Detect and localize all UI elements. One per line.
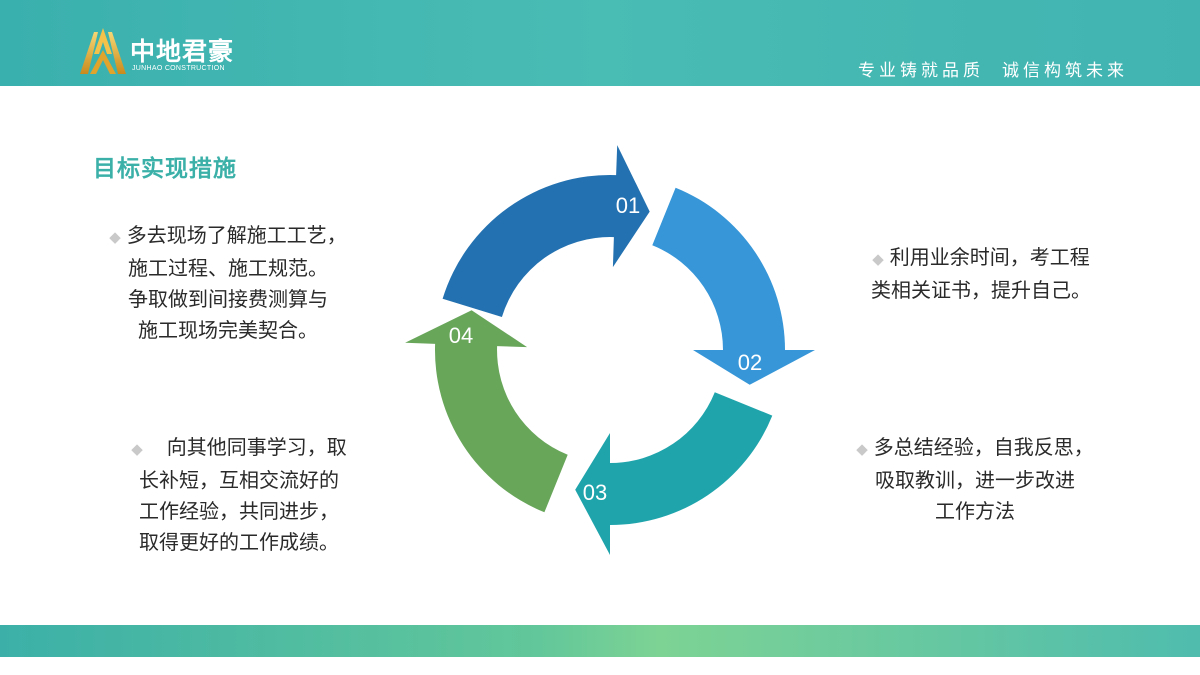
logo-mark-icon [80,28,126,74]
diamond-bullet-icon: ◆ [856,440,868,458]
text-block-1: ◆多去现场了解施工工艺， 施工过程、施工规范。 争取做到间接费测算与 施工现场完… [88,220,368,346]
text-line: 施工现场完美契合。 [138,318,318,342]
text-line: ◆多去现场了解施工工艺， [109,223,347,247]
slogan: 专业铸就品质诚信构筑未来 [858,56,1128,81]
logo-subtext: JUNHAO CONSTRUCTION [132,65,225,72]
text-line: 争取做到间接费测算与 [128,287,328,311]
cycle-step-number-4: 04 [449,323,473,348]
cycle-arrow-2 [652,187,815,385]
text-line: 工作方法 [935,499,1015,523]
diamond-bullet-icon: ◆ [131,440,143,458]
text-block-2: ◆利用业余时间，考工程 类相关证书，提升自己。 [848,242,1114,306]
cycle-arrow-1 [442,145,650,317]
text-line: 类相关证书，提升自己。 [871,278,1091,302]
logo-text: 中地君豪 [130,37,235,66]
section-title: 目标实现措施 [93,156,237,182]
text-block-3: ◆多总结经验，自我反思， 吸取教训，进一步改进 工作方法 [840,432,1110,527]
text-line: ◆多总结经验，自我反思， [856,435,1094,459]
company-logo: 中地君豪 JUNHAO CONSTRUCTION [76,24,246,78]
cycle-arrow-3 [575,392,773,555]
cycle-step-number-1: 01 [616,193,640,218]
text-line: ◆利用业余时间，考工程 [872,245,1090,269]
cycle-arrow-4 [405,310,568,513]
text-line: ◆向其他同事学习，取 [131,435,347,459]
cycle-step-number-3: 03 [583,480,607,505]
slogan-part-1: 专业铸就品质 [858,61,984,81]
cycle-step-number-2: 02 [738,350,762,375]
text-line: 施工过程、施工规范。 [128,256,328,280]
cycle-diagram-svg: 01 02 03 04 [405,145,815,555]
footer-bar [0,625,1200,657]
diamond-bullet-icon: ◆ [109,228,121,246]
diamond-bullet-icon: ◆ [872,250,884,268]
text-line: 吸取教训，进一步改进 [875,468,1075,492]
text-line: 工作经验，共同进步， [139,499,339,523]
header-bar: 中地君豪 JUNHAO CONSTRUCTION 专业铸就品质诚信构筑未来 [0,0,1200,86]
slogan-part-2: 诚信构筑未来 [1002,61,1128,81]
text-line: 长补短，互相交流好的 [139,468,339,492]
text-block-4: ◆向其他同事学习，取 长补短，互相交流好的 工作经验，共同进步， 取得更好的工作… [108,432,370,558]
cycle-diagram: 01 02 03 04 [400,140,820,560]
text-line: 取得更好的工作成绩。 [139,530,339,554]
